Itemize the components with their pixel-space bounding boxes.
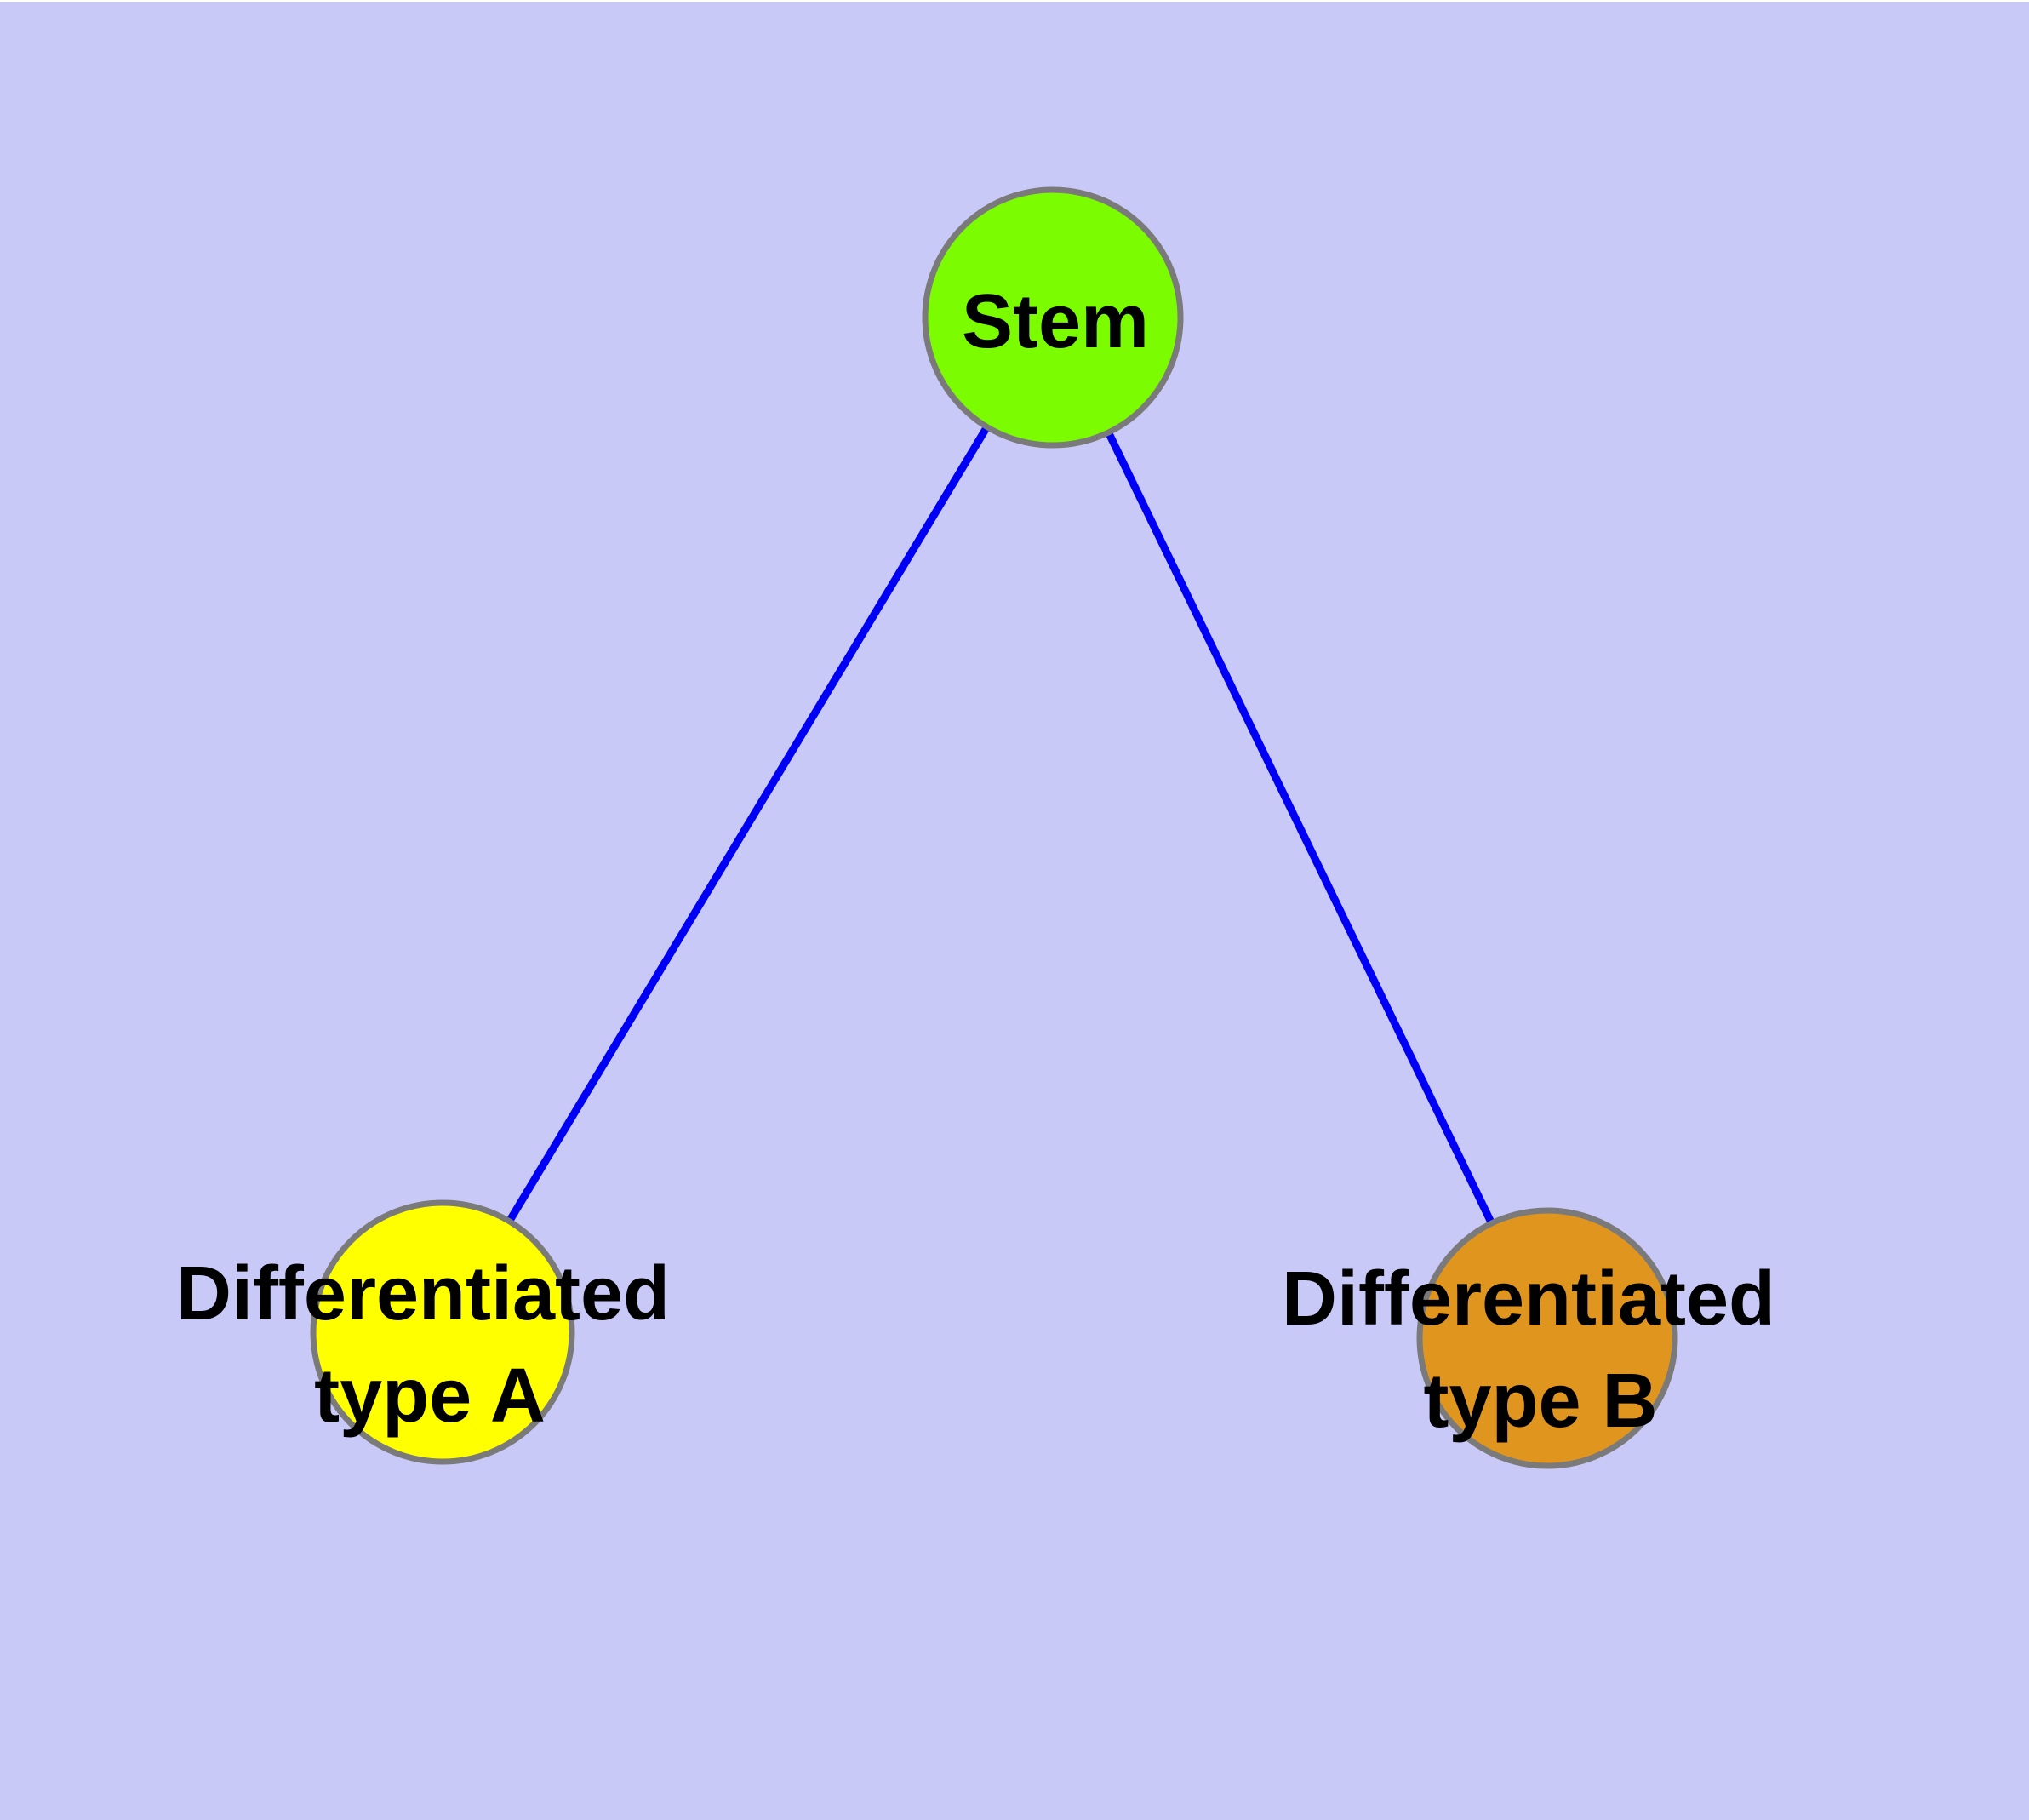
edge-stem-to-type-a <box>439 315 1056 1335</box>
type-b-node-circle <box>1416 1207 1678 1469</box>
type-a-node-circle <box>310 1199 575 1465</box>
type-a-node-label-line1: Differentiated <box>176 1251 670 1336</box>
type-b-node-label-line2: type B <box>1423 1359 1657 1444</box>
stem-node-circle <box>922 186 1184 449</box>
stem-node-label: Stem <box>962 279 1149 364</box>
type-b-node-label-line1: Differentiated <box>1282 1256 1775 1342</box>
type-a-node-label-line2: type A <box>314 1354 546 1439</box>
edge-stem-to-type-b <box>1049 316 1552 1340</box>
